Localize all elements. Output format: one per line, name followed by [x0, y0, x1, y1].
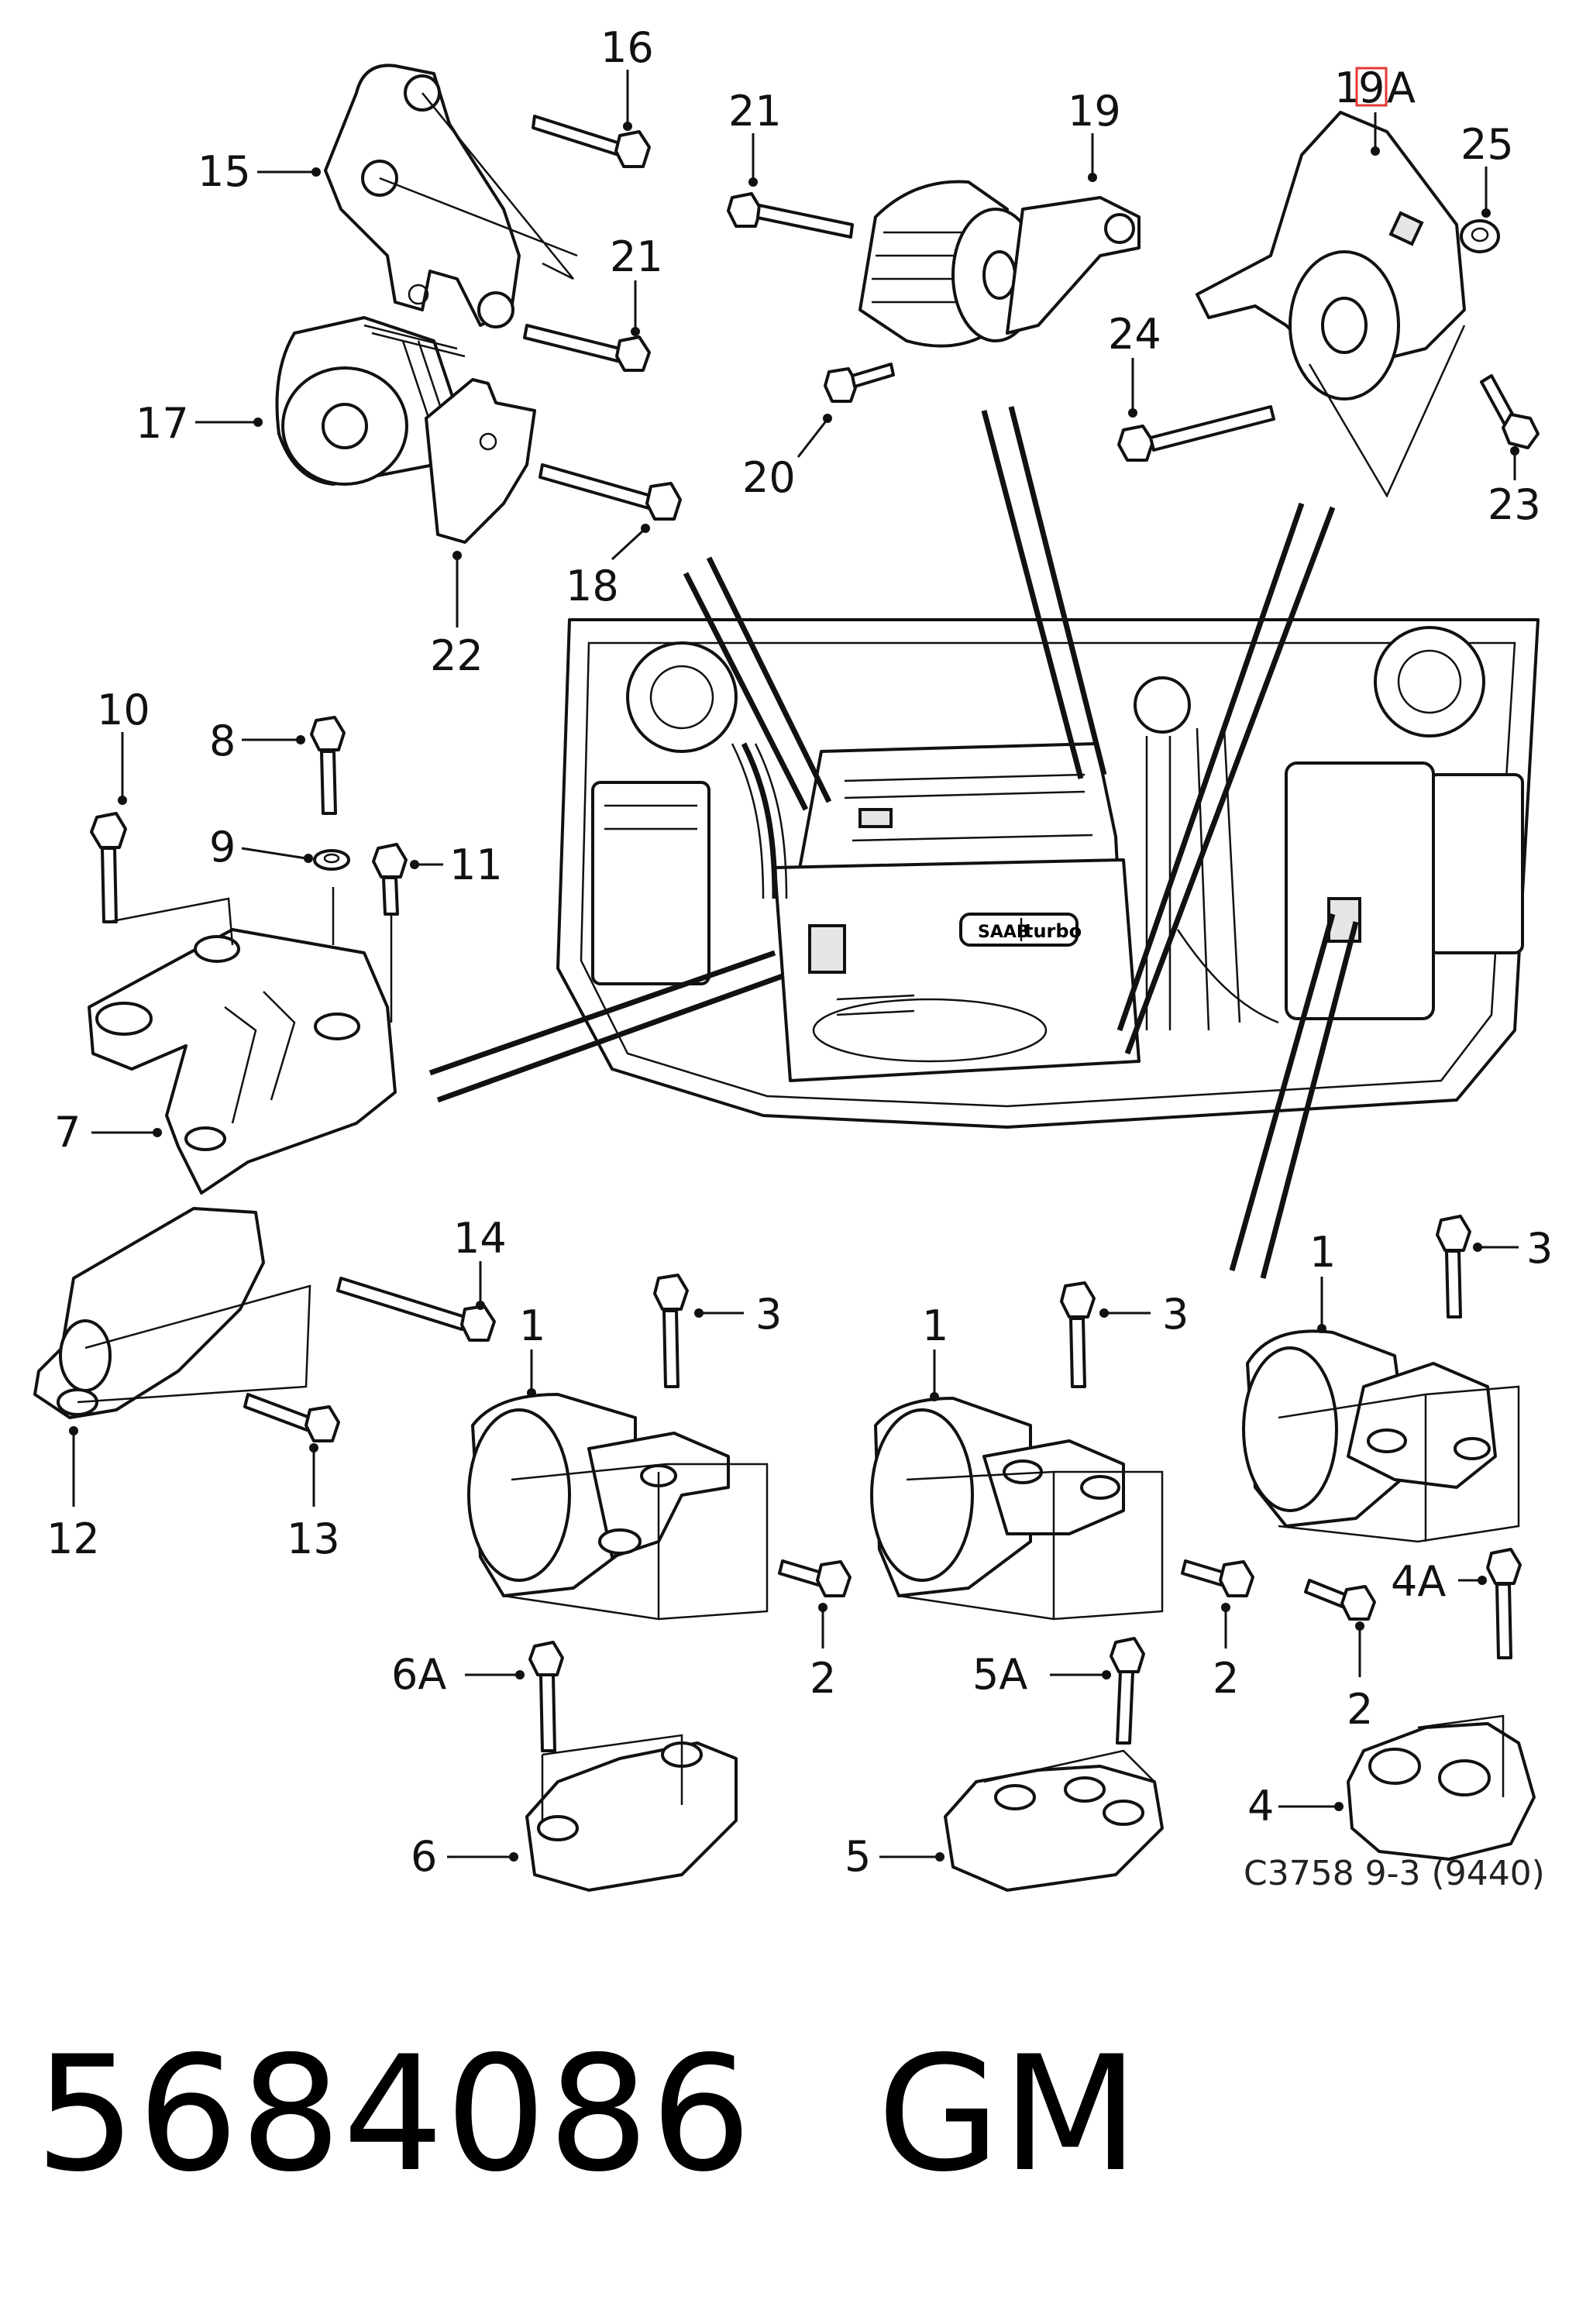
callout-20: 20 — [742, 453, 796, 502]
callout-21-left: 21 — [610, 232, 663, 281]
mount-1-a — [467, 1393, 769, 1621]
bolt-18 — [538, 463, 682, 521]
callout-19a-mark: 9 — [1358, 64, 1385, 112]
bolt-20 — [824, 363, 895, 403]
callout-10: 10 — [97, 686, 150, 734]
callout-24: 24 — [1108, 310, 1161, 359]
callout-19a-highlight — [1355, 67, 1388, 107]
bolt-3-c — [1436, 1215, 1471, 1318]
callout-1-b: 1 — [922, 1301, 948, 1350]
bolt-3-b — [1060, 1281, 1096, 1388]
callout-4: 4 — [1247, 1782, 1274, 1831]
callout-2-a: 2 — [810, 1654, 836, 1703]
bolt-4a — [1486, 1548, 1522, 1659]
bolt-5a — [1110, 1637, 1145, 1745]
callout-19: 19 — [1068, 87, 1121, 136]
callout-1-a: 1 — [519, 1301, 545, 1350]
bolt-2-b — [1181, 1559, 1254, 1597]
mount-5 — [944, 1749, 1164, 1892]
part-number: 5684086 — [35, 2023, 753, 2207]
parts-diagram: SAAB turbo — [33, 23, 1553, 1892]
mount-19 — [858, 180, 1141, 348]
callout-7: 7 — [54, 1108, 81, 1157]
bolt-16 — [532, 115, 651, 168]
mount-6 — [525, 1734, 738, 1892]
mount-7 — [88, 928, 397, 1195]
callout-3-b: 3 — [1162, 1290, 1189, 1339]
callout-11: 11 — [449, 841, 503, 889]
callout-13: 13 — [287, 1514, 340, 1563]
callout-3-c: 3 — [1526, 1224, 1553, 1273]
engine-badge-model: turbo — [1024, 920, 1082, 942]
mount-1-b — [870, 1397, 1164, 1621]
engine-leader-lines — [428, 406, 1359, 1279]
callout-6: 6 — [411, 1832, 437, 1881]
bracket-12 — [33, 1207, 311, 1419]
washer-9 — [313, 849, 350, 871]
callout-6a: 6A — [391, 1650, 446, 1699]
callout-22: 22 — [430, 631, 483, 680]
mount-19a — [1196, 111, 1466, 498]
shield-22 — [425, 378, 536, 544]
bracket-15-assembly — [324, 64, 578, 328]
callout-25: 25 — [1461, 120, 1514, 169]
callout-5a: 5A — [972, 1650, 1027, 1699]
callout-4a: 4A — [1391, 1557, 1446, 1606]
callout-5: 5 — [845, 1832, 871, 1881]
callout-3-a: 3 — [755, 1290, 782, 1339]
callout-21-middle: 21 — [728, 87, 782, 136]
mount-4 — [1347, 1714, 1536, 1861]
callout-17: 17 — [136, 399, 189, 448]
bolt-3-a — [653, 1274, 689, 1388]
callouts: 16 15 21 17 18 22 21 19 20 1 9 A 25 24 2… — [46, 23, 1553, 1881]
callout-15: 15 — [198, 147, 251, 196]
bolt-10 — [90, 812, 127, 923]
callout-23: 23 — [1488, 480, 1541, 529]
bolt-8 — [310, 716, 346, 815]
bolt-24 — [1117, 405, 1275, 462]
bolt-2-c — [1304, 1579, 1376, 1621]
mount-7-guides — [108, 887, 393, 1023]
part-footer: 5684086 GM — [35, 2014, 1141, 2216]
callout-14: 14 — [453, 1214, 507, 1263]
bolt-11 — [372, 843, 408, 916]
callout-8: 8 — [209, 717, 236, 765]
nut-25 — [1460, 219, 1500, 253]
callout-2-b: 2 — [1213, 1654, 1239, 1703]
bolt-21-left — [523, 324, 651, 372]
bolt-14 — [336, 1277, 496, 1342]
bolt-23 — [1480, 374, 1540, 449]
bolt-2-a — [778, 1559, 852, 1597]
part-brand: GM — [877, 2023, 1141, 2207]
callout-1-c: 1 — [1309, 1228, 1336, 1277]
callout-12: 12 — [46, 1514, 100, 1563]
mount-17 — [275, 316, 466, 486]
callout-9: 9 — [209, 823, 236, 871]
engine-bay-illustration: SAAB turbo — [556, 618, 1540, 1129]
bolt-6a — [528, 1641, 564, 1752]
figure-caption: C3758 9-3 (9440) — [1244, 1854, 1545, 1893]
callout-18: 18 — [566, 562, 619, 610]
bolt-21-middle — [727, 192, 854, 239]
mount-1-c — [1242, 1329, 1520, 1543]
callout-16: 16 — [600, 23, 654, 72]
callout-19a-suffix: A — [1387, 64, 1416, 112]
callout-2-c: 2 — [1347, 1685, 1373, 1734]
bolt-13 — [243, 1393, 340, 1442]
